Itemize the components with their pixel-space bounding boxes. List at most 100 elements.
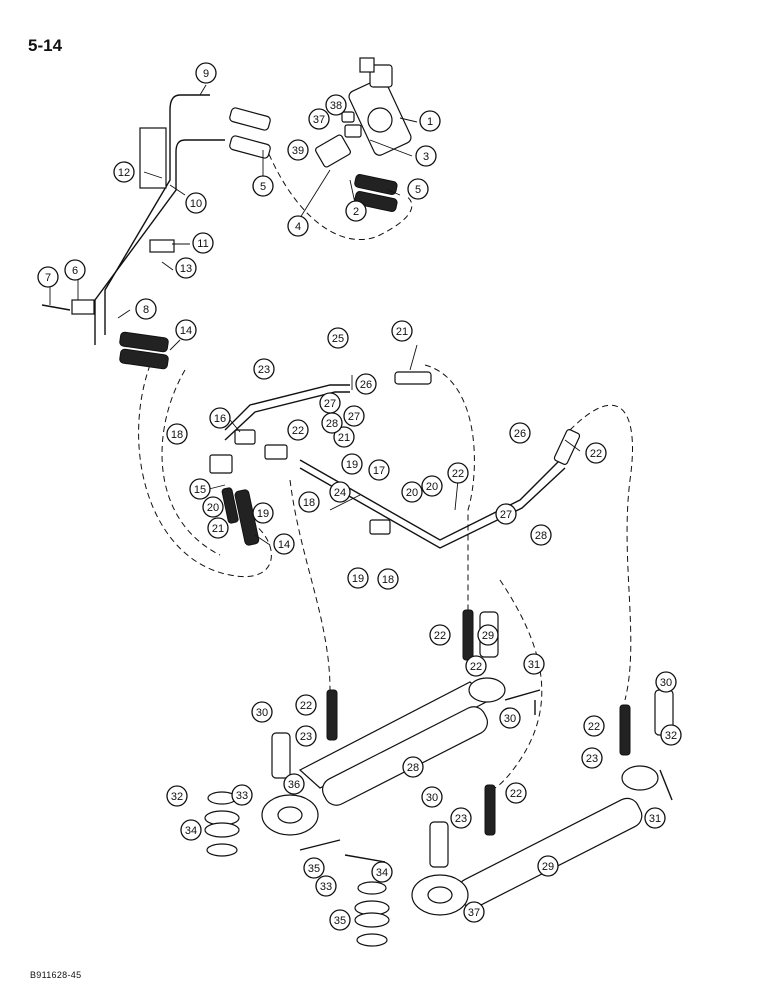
bolts-and-links: [41, 304, 673, 863]
callout-28: 28: [402, 756, 424, 778]
callout-label: 19: [346, 459, 358, 471]
callout-label: 18: [382, 574, 394, 586]
callout-35: 35: [303, 857, 325, 879]
callout-19: 19: [347, 567, 369, 589]
callout-label: 5: [260, 181, 266, 193]
callout-22: 22: [447, 462, 469, 484]
callout-21: 21: [391, 320, 413, 342]
callout-label: 17: [373, 465, 385, 477]
callout-18: 18: [166, 423, 188, 445]
callout-30: 30: [655, 671, 677, 693]
callout-label: 30: [426, 792, 438, 804]
callout-label: 30: [504, 713, 516, 725]
callout-31: 31: [523, 653, 545, 675]
callout-label: 23: [300, 731, 312, 743]
callout-16: 16: [209, 407, 231, 429]
clamp-plate: [71, 299, 95, 315]
callout-34: 34: [180, 819, 202, 841]
callout-27: 27: [495, 503, 517, 525]
callout-23: 23: [450, 807, 472, 829]
callout-label: 37: [468, 907, 480, 919]
callout-22: 22: [505, 782, 527, 804]
callout-label: 13: [180, 263, 192, 275]
callout-label: 33: [236, 790, 248, 802]
callout-35: 35: [329, 909, 351, 931]
callout-2: 2: [345, 200, 367, 222]
callout-label: 29: [482, 630, 494, 642]
callout-label: 30: [660, 677, 672, 689]
callout-label: 37: [313, 114, 325, 126]
callout-label: 28: [407, 762, 419, 774]
callout-label: 24: [334, 487, 346, 499]
callout-label: 25: [332, 333, 344, 345]
callout-26: 26: [355, 373, 377, 395]
callout-22: 22: [465, 655, 487, 677]
callout-label: 21: [396, 326, 408, 338]
callout-29: 29: [477, 624, 499, 646]
callout-label: 22: [292, 425, 304, 437]
callout-label: 21: [338, 432, 350, 444]
callout-label: 3: [423, 151, 429, 163]
mounting-bracket: [139, 127, 167, 189]
hose-routes: [138, 144, 633, 791]
callout-36: 36: [283, 773, 305, 795]
callout-label: 7: [45, 272, 51, 284]
callout-label: 28: [326, 418, 338, 430]
pipe-clamp: [149, 239, 175, 253]
callout-19: 19: [341, 453, 363, 475]
callout-18: 18: [298, 491, 320, 513]
callout-26: 26: [509, 422, 531, 444]
callout-4: 4: [287, 215, 309, 237]
upper-pipes: [71, 94, 225, 345]
callout-label: 32: [665, 730, 677, 742]
callout-22: 22: [287, 419, 309, 441]
callout-30: 30: [499, 707, 521, 729]
callout-label: 28: [535, 530, 547, 542]
callout-5: 5: [252, 175, 274, 197]
callout-8: 8: [135, 298, 157, 320]
figure-code: B911628-45: [30, 970, 82, 980]
callout-30: 30: [421, 786, 443, 808]
callout-27: 27: [343, 405, 365, 427]
callout-label: 8: [143, 304, 149, 316]
pivot-pins: [271, 611, 674, 868]
callout-17: 17: [368, 459, 390, 481]
callout-label: 27: [348, 411, 360, 423]
callout-label: 36: [288, 779, 300, 791]
callout-label: 23: [455, 813, 467, 825]
callout-label: 22: [452, 468, 464, 480]
callout-label: 22: [590, 448, 602, 460]
tee-fitting: [209, 454, 233, 474]
callout-label: 26: [514, 428, 526, 440]
callout-label: 22: [588, 721, 600, 733]
callout-label: 33: [320, 881, 332, 893]
callout-32: 32: [166, 785, 188, 807]
callout-label: 35: [334, 915, 346, 927]
callout-label: 21: [212, 523, 224, 535]
callout-23: 23: [253, 358, 275, 380]
callout-label: 12: [118, 167, 130, 179]
callout-25: 25: [327, 327, 349, 349]
callout-label: 22: [434, 630, 446, 642]
callout-label: 23: [586, 753, 598, 765]
callout-14: 14: [175, 319, 197, 341]
callout-1: 1: [419, 110, 441, 132]
callout-27: 27: [319, 392, 341, 414]
callout-3: 3: [415, 145, 437, 167]
callout-label: 29: [542, 861, 554, 873]
callout-12: 12: [113, 161, 135, 183]
callout-20: 20: [202, 496, 224, 518]
callout-31: 31: [644, 807, 666, 829]
callout-22: 22: [429, 624, 451, 646]
callout-label: 20: [406, 487, 418, 499]
callout-label: 27: [324, 398, 336, 410]
callout-label: 14: [278, 539, 290, 551]
callout-label: 22: [470, 661, 482, 673]
cylinder-hoses: [326, 609, 631, 836]
callout-label: 35: [308, 863, 320, 875]
callout-label: 9: [203, 68, 209, 80]
callout-20: 20: [401, 481, 423, 503]
callout-29: 29: [537, 855, 559, 877]
